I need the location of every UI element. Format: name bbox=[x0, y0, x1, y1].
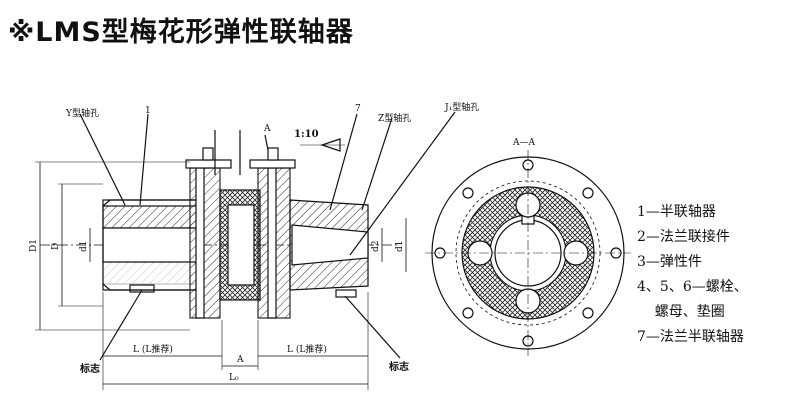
label-mark-left: 标志 bbox=[79, 362, 100, 375]
legend-item: 7—法兰半联轴器 bbox=[637, 329, 744, 345]
label-mark-right: 标志 bbox=[388, 360, 409, 373]
label-section-a-top: A bbox=[263, 124, 271, 134]
label-dim-L-right: L (L推荐) bbox=[287, 343, 327, 355]
parts-legend: 1—半联轴器 2—法兰联接件 3—弹性件 4、5、6—螺栓、 螺母、垫圈 7—法… bbox=[637, 200, 748, 350]
legend-item: 1—半联轴器 bbox=[637, 204, 716, 220]
legend-item: 螺母、垫圈 bbox=[637, 304, 725, 320]
label-dim-L0: L₀ bbox=[229, 373, 239, 383]
label-dim-D: D bbox=[51, 243, 61, 250]
legend-item: 4、5、6—螺栓、 bbox=[637, 279, 748, 295]
side-view bbox=[35, 111, 456, 390]
legend-item: 3—弹性件 bbox=[637, 254, 702, 270]
label-y-hole: Y型轴孔 bbox=[65, 107, 99, 119]
label-dim-A-bottom: A bbox=[236, 355, 244, 365]
label-dim-L-left: L (L推荐) bbox=[133, 343, 173, 355]
label-part-1: 1 bbox=[145, 106, 151, 116]
label-section-aa: A—A bbox=[512, 138, 535, 148]
section-view bbox=[425, 150, 631, 356]
label-dim-d1-left: d1 bbox=[79, 241, 89, 253]
label-z-hole: Z型轴孔 bbox=[378, 112, 411, 124]
label-scale: 1:10 bbox=[294, 129, 319, 140]
label-dim-d2: d2 bbox=[371, 241, 381, 253]
legend-item: 2—法兰联接件 bbox=[637, 229, 730, 245]
label-dim-d1-right: d1 bbox=[395, 241, 405, 253]
label-j1-hole: J₁型轴孔 bbox=[444, 101, 479, 113]
page-title: ※LMS型梅花形弹性联轴器 bbox=[8, 17, 354, 48]
label-dim-D1: D1 bbox=[29, 239, 39, 252]
label-part-7: 7 bbox=[355, 104, 361, 114]
